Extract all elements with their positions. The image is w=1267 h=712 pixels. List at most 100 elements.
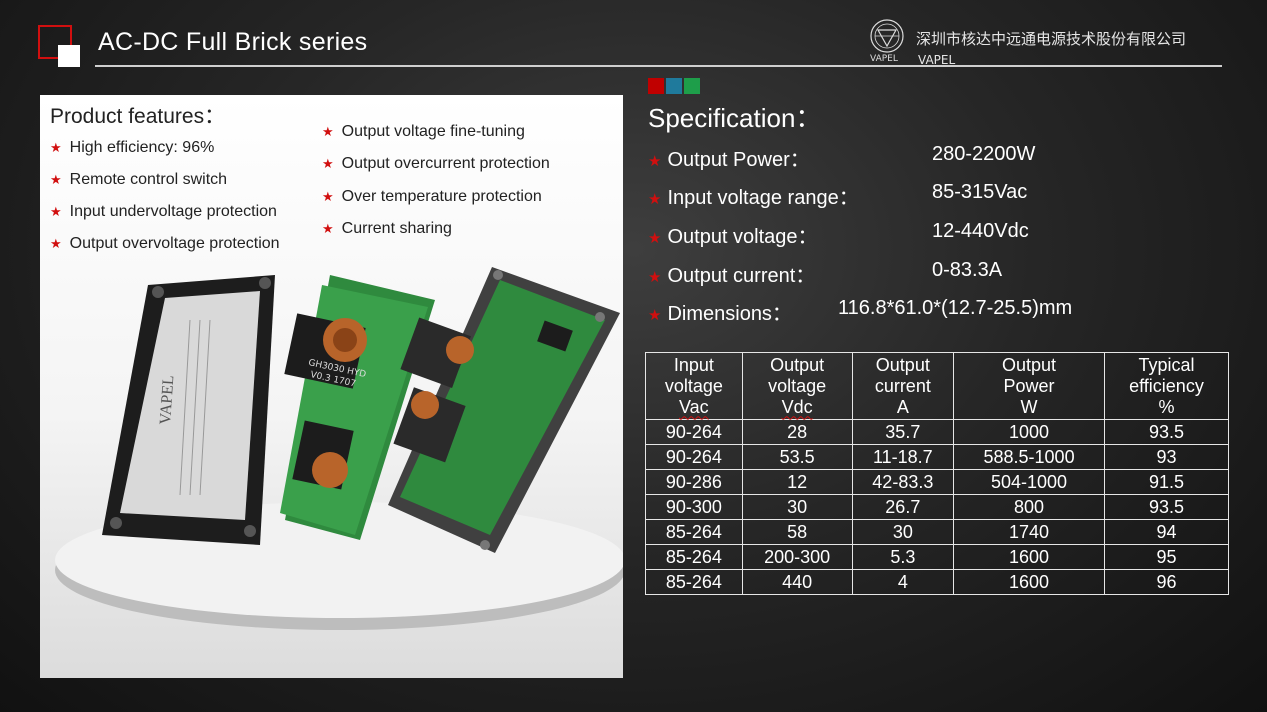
table-cell: 85-264: [645, 519, 743, 545]
spec-item-value: 12-440Vdc: [932, 220, 1029, 242]
table-cell: 90-264: [645, 419, 743, 445]
table-cell: 58: [741, 519, 853, 545]
table-cell: 440: [741, 569, 853, 595]
table-cell: 800: [953, 494, 1105, 520]
table-cell: 588.5-1000: [953, 444, 1105, 470]
slide-title: AC-DC Full Brick series: [98, 28, 368, 56]
color-swatches: [648, 78, 702, 98]
feature-item: ★Output overvoltage protection: [50, 235, 280, 252]
company-globe-logo-icon: [870, 19, 904, 53]
table-cell: 1600: [953, 569, 1105, 595]
features-title: Product features：: [50, 105, 226, 128]
star-icon: ★: [648, 230, 662, 247]
spec-item-value: 280-2200W: [932, 143, 1036, 165]
housed-module: VAPEL: [102, 275, 275, 545]
company-logo-brand: VAPEL: [870, 54, 898, 64]
power-module-illustration: VAPEL GH3030 HYD V0.3 1707: [55, 267, 623, 630]
swatch-teal: [666, 78, 682, 94]
table-cell: 95: [1103, 544, 1230, 570]
table-cell: 93.5: [1103, 419, 1230, 445]
star-icon: ★: [50, 236, 62, 251]
feature-item: ★Remote control switch: [50, 171, 228, 188]
table-cell: 1740: [953, 519, 1105, 545]
company-name: 深圳市核达中远通电源技术股份有限公司: [916, 30, 1187, 48]
spec-item-value: 85-315Vac: [932, 181, 1028, 203]
table-cell: 85-264: [645, 569, 743, 595]
star-icon: ★: [322, 221, 334, 236]
product-photo-panel: Product features： ★High efficiency: 96% …: [40, 95, 623, 678]
star-icon: ★: [322, 124, 334, 139]
table-cell: 93.5: [1103, 494, 1230, 520]
table-cell: 200-300: [741, 544, 853, 570]
slide-logo-mark: [38, 25, 82, 69]
table-cell: 94: [1103, 519, 1230, 545]
table-cell: 30: [851, 519, 955, 545]
table-cell: 30: [741, 494, 853, 520]
table-cell: 11-18.7: [851, 444, 955, 470]
feature-item: ★Output voltage fine-tuning: [322, 123, 525, 140]
title-divider: [95, 65, 1222, 67]
table-cell: 35.7: [851, 419, 955, 445]
star-icon: ★: [50, 172, 62, 187]
star-icon: ★: [322, 189, 334, 204]
spec-item-label: ★Output Power：: [648, 149, 810, 171]
table-cell: 91.5: [1103, 469, 1230, 495]
star-icon: ★: [50, 204, 62, 219]
svg-text:VAPEL: VAPEL: [157, 375, 177, 426]
specification-title: Specification：: [648, 103, 822, 133]
swatch-green: [684, 78, 700, 94]
star-icon: ★: [648, 191, 662, 208]
star-icon: ★: [648, 307, 662, 324]
table-cell: 93: [1103, 444, 1230, 470]
pcb-board-front: GH3030 HYD V0.3 1707: [280, 275, 435, 540]
table-cell: 90-300: [645, 494, 743, 520]
table-cell: 42-83.3: [851, 469, 955, 495]
star-icon: ★: [322, 156, 334, 171]
swatch-red: [648, 78, 664, 94]
feature-item: ★High efficiency: 96%: [50, 139, 215, 156]
table-cell: 90-264: [645, 444, 743, 470]
table-cell: 5.3: [851, 544, 955, 570]
table-cell: 85-264: [645, 544, 743, 570]
table-cell: 90-286: [645, 469, 743, 495]
table-cell: 4: [851, 569, 955, 595]
spec-item-value: 116.8*61.0*(12.7-25.5)mm: [838, 297, 1073, 319]
logo-white-square: [58, 45, 80, 67]
spec-item-label: ★Output voltage：: [648, 226, 818, 248]
table-cell: 53.5: [741, 444, 853, 470]
spec-item-label: ★Input voltage range：: [648, 187, 859, 209]
table-cell: 26.7: [851, 494, 955, 520]
feature-item: ★Input undervoltage protection: [50, 203, 277, 220]
spec-item-value: 0-83.3A: [932, 259, 1003, 281]
table-cell: 12: [741, 469, 853, 495]
star-icon: ★: [648, 269, 662, 286]
logo-red-square: [38, 25, 72, 59]
star-icon: ★: [50, 140, 62, 155]
spec-item-label: ★Dimensions：: [648, 303, 792, 325]
table-cell: 1600: [953, 544, 1105, 570]
spec-item-label: ★Output current：: [648, 265, 816, 287]
table-cell: 96: [1103, 569, 1230, 595]
company-brand: VAPEL: [918, 53, 956, 67]
table-cell: 28: [741, 419, 853, 445]
star-icon: ★: [648, 153, 662, 170]
feature-item: ★Output overcurrent protection: [322, 155, 550, 172]
table-cell: 1000: [953, 419, 1105, 445]
feature-item: ★Current sharing: [322, 220, 452, 237]
pcb-board-heatsink: [388, 267, 620, 553]
